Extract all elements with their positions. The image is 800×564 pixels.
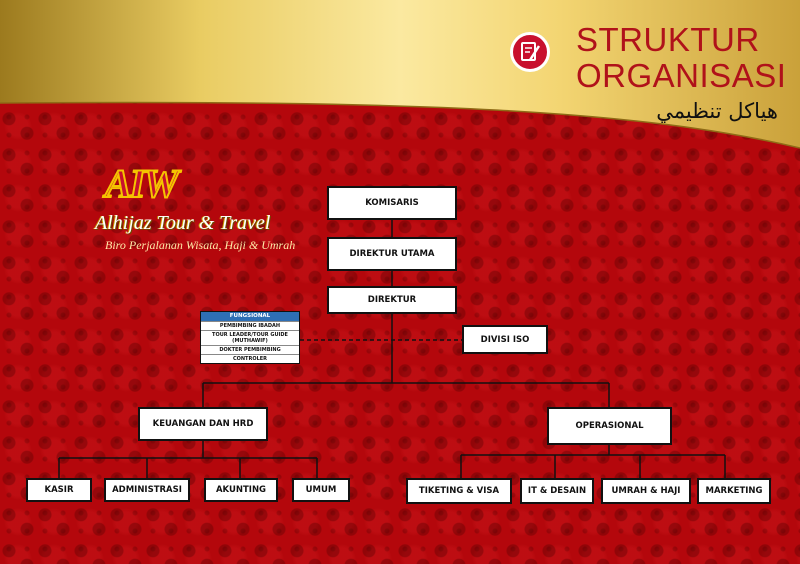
tiketing-visa-box: TIKETING & VISA [406,478,512,504]
marketing-box: MARKETING [697,478,771,504]
administrasi-box: ADMINISTRASI [104,478,190,502]
keuangan-hrd-box: KEUANGAN DAN HRD [138,407,268,441]
fungsional-item: PEMBIMBING IBADAH [201,321,299,330]
logo-mark: AIW [104,160,180,207]
company-logo: AIW Alhijaz Tour & Travel Biro Perjalana… [95,160,295,260]
document-pen-icon [510,32,550,72]
kasir-box: KASIR [26,478,92,502]
direktur-utama-box: DIREKTUR UTAMA [327,237,457,271]
komisaris-box: KOMISARIS [327,186,457,220]
page-title-line1: STRUKTUR [576,21,760,58]
fungsional-item: DOKTER PEMBIMBING [201,345,299,354]
umum-box: UMUM [292,478,350,502]
umrah-haji-box: UMRAH & HAJI [601,478,691,504]
operasional-box: OPERASIONAL [547,407,672,445]
logo-company-name: Alhijaz Tour & Travel [95,212,271,234]
fungsional-title: FUNGSIONAL [201,312,299,321]
fungsional-item: CONTROLER [201,354,299,363]
fungsional-table: FUNGSIONAL PEMBIMBING IBADAH TOUR LEADER… [200,311,300,364]
fungsional-item: TOUR LEADER/TOUR GUIDE (MUTHAWIF) [201,330,299,345]
direktur-box: DIREKTUR [327,286,457,314]
page-title-line2: ORGANISASI [576,57,787,94]
gold-header-band [0,0,800,149]
it-desain-box: IT & DESAIN [520,478,594,504]
logo-tagline: Biro Perjalanan Wisata, Haji & Umrah [105,238,296,252]
divisi-iso-box: DIVISI ISO [462,325,548,354]
page-title-arabic: هياكل تنظيمي [656,99,778,123]
akunting-box: AKUNTING [204,478,278,502]
